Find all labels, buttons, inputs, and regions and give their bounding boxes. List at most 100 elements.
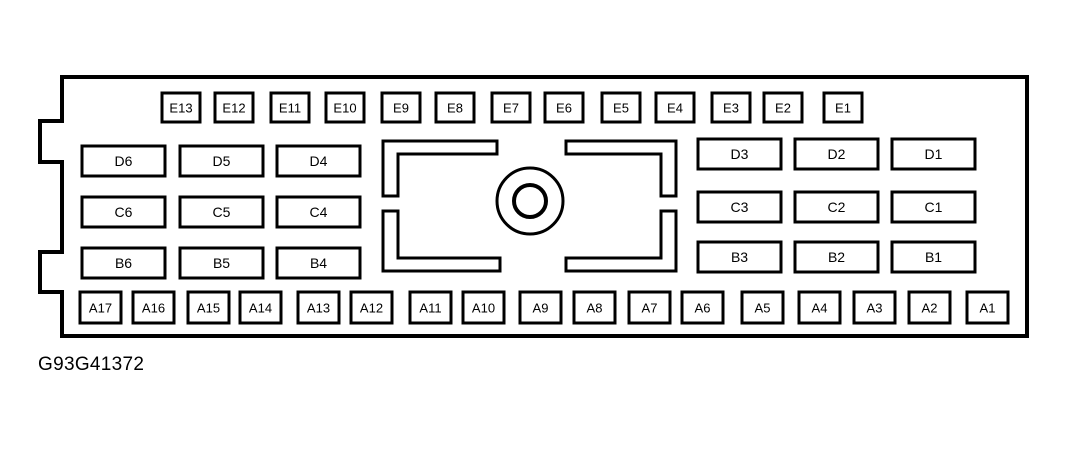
fuse-slot-outline <box>178 144 265 178</box>
fuse-slot-e4: E4 <box>654 91 696 124</box>
fuse-slot-label: C3 <box>731 199 749 215</box>
fuse-slot-outline <box>275 246 362 280</box>
fuse-slot-label: E8 <box>447 101 463 116</box>
fuse-slot-a2: A2 <box>907 290 952 325</box>
fuse-slot-e2: E2 <box>762 91 804 124</box>
fuse-slot-a12: A12 <box>349 290 394 325</box>
fuse-slot-outline <box>349 290 394 325</box>
fuse-slot-label: D1 <box>925 146 943 162</box>
fuse-slot-label: D6 <box>115 153 133 169</box>
fuse-slot-c2: C2 <box>793 190 880 224</box>
fuse-slot-label: B6 <box>115 255 132 271</box>
fuse-slot-label: C5 <box>213 204 231 220</box>
fuse-slot-c3: C3 <box>696 190 783 224</box>
fuse-slot-outline <box>213 91 255 124</box>
fuse-slot-label: E6 <box>556 101 572 116</box>
fuse-slot-outline <box>275 195 362 229</box>
fuse-slot-label: E7 <box>503 101 519 116</box>
fuse-slot-outline <box>490 91 532 124</box>
fuse-slot-a6: A6 <box>680 290 725 325</box>
connector-bracket-top-right <box>564 139 678 198</box>
fuse-slot-label: A9 <box>533 301 549 316</box>
fuse-slot-e7: E7 <box>490 91 532 124</box>
fuse-slot-a10: A10 <box>461 290 506 325</box>
fuse-slot-label: E10 <box>333 101 356 116</box>
fuse-slot-outline <box>80 144 167 178</box>
fuse-slot-outline <box>178 246 265 280</box>
fuse-slot-a3: A3 <box>852 290 897 325</box>
fuse-slot-outline <box>793 190 880 224</box>
fuse-slot-outline <box>696 240 783 274</box>
fuse-slot-d4: D4 <box>275 144 362 178</box>
fuse-slot-b1: B1 <box>890 240 977 274</box>
fuse-slot-outline <box>890 240 977 274</box>
fuse-slot-outline <box>762 91 804 124</box>
fuse-slot-label: C6 <box>115 204 133 220</box>
fuse-slot-e5: E5 <box>600 91 642 124</box>
fuse-slot-a11: A11 <box>408 290 453 325</box>
fuse-slot-outline <box>296 290 341 325</box>
fuse-slot-a9: A9 <box>518 290 563 325</box>
fuse-slot-d5: D5 <box>178 144 265 178</box>
fuse-slot-b5: B5 <box>178 246 265 280</box>
fuse-slot-d1: D1 <box>890 137 977 171</box>
fuse-slot-label: A14 <box>249 301 272 316</box>
fuse-slot-label: E2 <box>775 101 791 116</box>
fuse-slot-outline <box>710 91 752 124</box>
fuse-slot-label: B4 <box>310 255 327 271</box>
fuse-slot-outline <box>324 91 366 124</box>
fuse-slot-a4: A4 <box>797 290 842 325</box>
fuse-slot-label: A16 <box>142 301 165 316</box>
fuse-slot-label: B5 <box>213 255 230 271</box>
fuse-slot-e10: E10 <box>324 91 366 124</box>
fuse-slot-b6: B6 <box>80 246 167 280</box>
fuse-slot-e3: E3 <box>710 91 752 124</box>
fuse-slot-c6: C6 <box>80 195 167 229</box>
fuse-slot-label: A4 <box>812 301 828 316</box>
fuse-slot-label: C4 <box>310 204 328 220</box>
fuse-slot-a1: A1 <box>965 290 1010 325</box>
fuse-slot-e11: E11 <box>269 91 311 124</box>
fuse-slot-outline <box>380 91 422 124</box>
fuse-slot-outline <box>186 290 231 325</box>
fuse-slot-outline <box>80 195 167 229</box>
fuse-slot-outline <box>269 91 311 124</box>
fuse-slot-outline <box>461 290 506 325</box>
fuse-slot-label: D3 <box>731 146 749 162</box>
fuse-slot-outline <box>696 137 783 171</box>
fuse-slot-outline <box>80 246 167 280</box>
fuse-slot-e1: E1 <box>822 91 864 124</box>
fuse-slot-label: D4 <box>310 153 328 169</box>
fuse-slot-label: E11 <box>279 101 301 116</box>
fuse-slot-d3: D3 <box>696 137 783 171</box>
fuse-slot-e9: E9 <box>380 91 422 124</box>
panel-outline <box>38 75 1029 338</box>
fuse-slot-outline <box>822 91 864 124</box>
fuse-slot-d2: D2 <box>793 137 880 171</box>
fuse-slot-outline <box>238 290 283 325</box>
fuse-slot-label: C1 <box>925 199 943 215</box>
fuse-slot-label: D2 <box>828 146 846 162</box>
fuse-slot-b4: B4 <box>275 246 362 280</box>
fuse-slot-label: A6 <box>695 301 711 316</box>
fuse-slot-label: A3 <box>867 301 883 316</box>
fuse-slot-label: A7 <box>642 301 658 316</box>
fuse-slot-label: C2 <box>828 199 846 215</box>
fuse-slot-outline <box>852 290 897 325</box>
fuse-slot-outline <box>797 290 842 325</box>
fuse-slot-outline <box>434 91 476 124</box>
fuse-slot-outline <box>654 91 696 124</box>
fuse-slot-c4: C4 <box>275 195 362 229</box>
fuse-slot-label: E12 <box>222 101 245 116</box>
fuse-slot-label: A2 <box>922 301 938 316</box>
fuse-slot-outline <box>627 290 672 325</box>
fuse-slot-label: A1 <box>980 301 996 316</box>
fuse-slot-label: E4 <box>667 101 683 116</box>
fuse-slot-label: E13 <box>169 101 192 116</box>
fuse-slot-a7: A7 <box>627 290 672 325</box>
fuse-slot-label: E9 <box>393 101 409 116</box>
fuse-slot-a8: A8 <box>572 290 617 325</box>
fuse-slot-outline <box>131 290 176 325</box>
fuse-slot-label: A5 <box>755 301 771 316</box>
fuse-slot-label: E5 <box>613 101 629 116</box>
